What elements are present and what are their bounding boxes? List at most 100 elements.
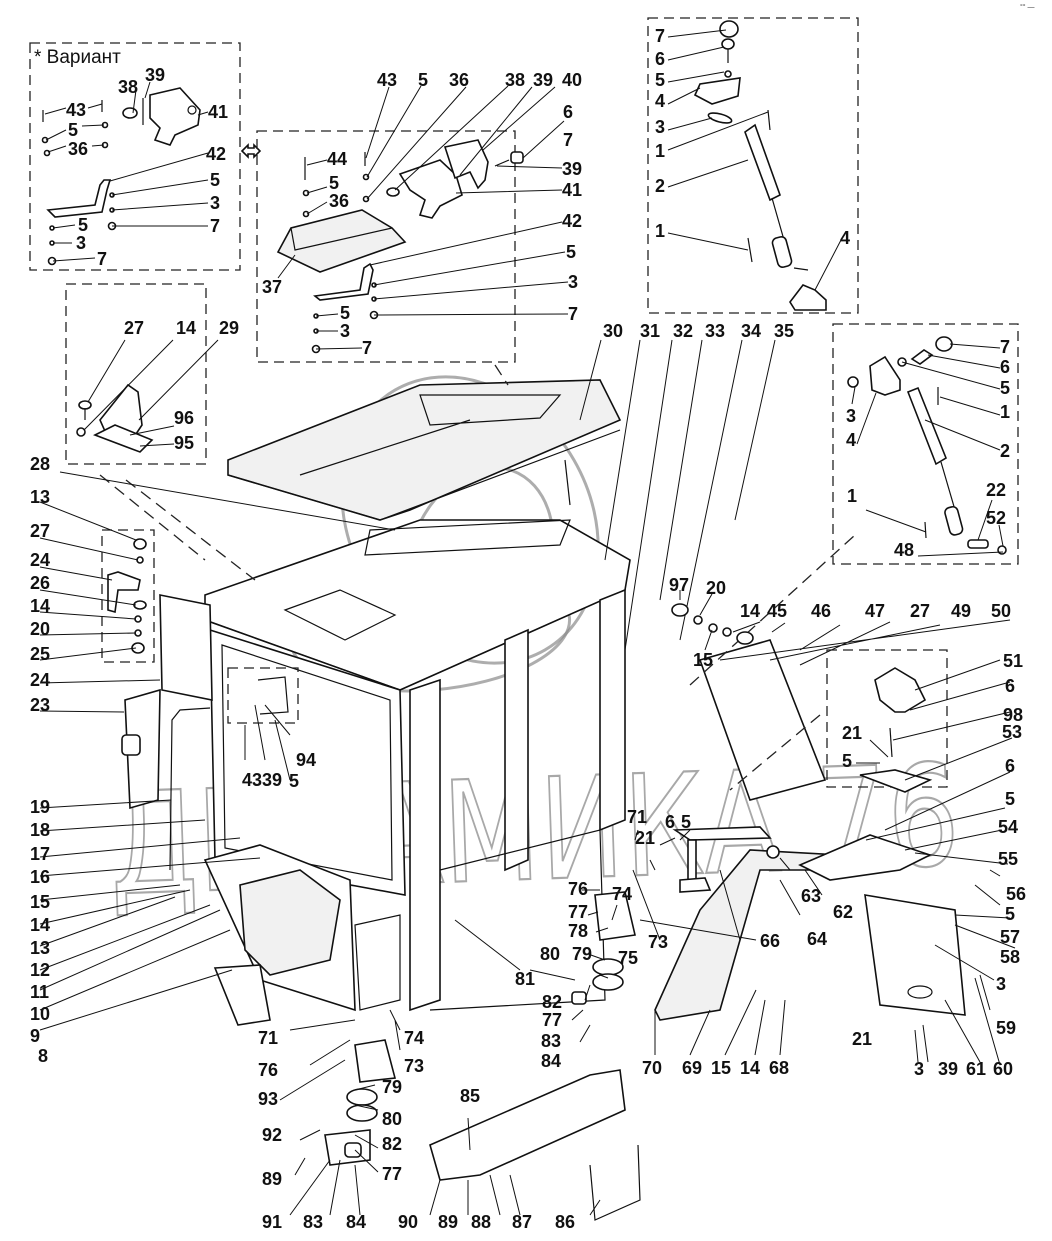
callout: 5 — [566, 242, 576, 262]
callout: 5 — [340, 303, 350, 323]
callout: 3 — [568, 272, 578, 292]
callout: 21 — [842, 723, 862, 743]
callout: 24 — [30, 550, 50, 570]
callout: 87 — [512, 1212, 532, 1232]
callout: 6 — [1005, 676, 1015, 696]
callout: 16 — [30, 867, 50, 887]
callout: 5 — [681, 812, 691, 832]
callout: 58 — [1000, 947, 1020, 967]
variant-roof-latch-group: * Вариант 43 5 36 38 39 41 42 5 3 7 5 3 … — [29, 42, 262, 271]
link-arrow-icon — [240, 143, 262, 159]
callout: 44 — [327, 149, 347, 169]
callout: 43 — [66, 100, 86, 120]
plate-40 — [443, 139, 489, 190]
callout: 98 — [1003, 705, 1023, 725]
mirror-23 — [124, 688, 161, 810]
callout: 92 — [262, 1125, 282, 1145]
callout: 19 — [30, 797, 50, 817]
callout: 77 — [568, 902, 588, 922]
callout: 66 — [760, 931, 780, 951]
callout: 21 — [852, 1029, 872, 1049]
callout: 23 — [30, 695, 50, 715]
callout: 7 — [568, 304, 578, 324]
gas-strut-side-group: 7 6 5 3 1 4 2 1 22 52 48 — [832, 323, 1019, 565]
roof-latch-group: 43 5 36 38 39 40 6 7 39 41 44 5 36 42 5 … — [256, 70, 582, 363]
callout: 54 — [998, 817, 1018, 837]
callout: 79 — [382, 1077, 402, 1097]
callout: 43 — [242, 770, 262, 790]
callout: 35 — [774, 321, 794, 341]
column-callouts: 30 31 32 33 34 35 — [579, 321, 794, 651]
callout: 18 — [30, 820, 50, 840]
callout: 3 — [655, 117, 665, 137]
gas-strut-top-group: 7 6 5 4 3 1 2 1 4 — [647, 17, 859, 314]
callout: 33 — [705, 321, 725, 341]
callout: 68 — [769, 1058, 789, 1078]
callout: 28 — [30, 454, 50, 474]
callout: 12 — [30, 960, 50, 980]
callout: 13 — [30, 938, 50, 958]
callout: 7 — [655, 26, 665, 46]
fender-callouts: 71 6 5 21 63 62 64 66 73 74 75 70 69 15 … — [611, 807, 853, 1078]
bracket-4 — [693, 77, 741, 105]
hinge-detail-group: 27 14 29 96 95 — [65, 283, 239, 465]
callout: 39 — [262, 770, 282, 790]
callout: 14 — [30, 596, 50, 616]
housing-37 — [276, 209, 407, 273]
bar-42 — [313, 262, 374, 301]
roof-panel-30 — [227, 364, 622, 521]
callout: 11 — [30, 982, 49, 1002]
callout: 25 — [30, 644, 50, 664]
callout: 64 — [807, 929, 827, 949]
bracket-4b — [789, 284, 827, 311]
callout: 50 — [991, 601, 1011, 621]
callout: 8 — [38, 1046, 48, 1066]
callout: 80 — [382, 1109, 402, 1129]
callout: 3 — [340, 321, 350, 341]
bolt-38 — [122, 107, 138, 119]
callout: 30 — [603, 321, 623, 341]
callout: 7 — [563, 130, 573, 150]
callout: 77 — [542, 1010, 562, 1030]
callout: 57 — [1000, 927, 1020, 947]
right-window-callouts: 97 20 14 45 46 47 27 49 50 15 — [669, 575, 1011, 670]
callout: 6 — [563, 102, 573, 122]
left-callouts: 28 13 27 24 26 14 20 25 24 23 19 18 17 1… — [30, 454, 396, 1066]
callout: 7 — [362, 338, 372, 358]
callout: 70 — [642, 1058, 662, 1078]
callout: 41 — [208, 102, 228, 122]
callout: 1 — [1000, 402, 1010, 422]
callout: 7 — [97, 249, 107, 269]
callout: 7 — [1000, 337, 1010, 357]
callout: 14 — [30, 915, 50, 935]
middle-mount-callouts: 76 77 78 80 79 81 82 77 83 84 — [454, 879, 609, 1071]
callout: 76 — [258, 1060, 278, 1080]
callout: 38 — [118, 77, 138, 97]
callout: 9 — [30, 1026, 40, 1046]
callout: 27 — [30, 521, 50, 541]
callout: 81 — [515, 969, 535, 989]
callout: 6 — [1005, 756, 1015, 776]
callout: 1 — [655, 141, 665, 161]
callout: 59 — [996, 1018, 1016, 1038]
callout: 5 — [418, 70, 428, 90]
callout: 5 — [78, 215, 88, 235]
callout: 2 — [655, 176, 665, 196]
bar-42 — [46, 179, 112, 218]
callout: 5 — [655, 70, 665, 90]
callout: 71 — [258, 1028, 278, 1048]
plate-95 — [93, 424, 154, 453]
callout: 62 — [833, 902, 853, 922]
callout: 91 — [262, 1212, 282, 1232]
gas-strut-2 — [744, 123, 781, 202]
callout: 83 — [303, 1212, 323, 1232]
callout: 61 — [966, 1059, 986, 1079]
callout: 84 — [541, 1051, 561, 1071]
callout: 34 — [741, 321, 761, 341]
callout: 63 — [801, 886, 821, 906]
callout: 14 — [740, 1058, 760, 1078]
callout: 3 — [76, 233, 86, 253]
callout: 4 — [840, 228, 850, 248]
latch-41 — [398, 159, 463, 219]
callout: 80 — [540, 944, 560, 964]
